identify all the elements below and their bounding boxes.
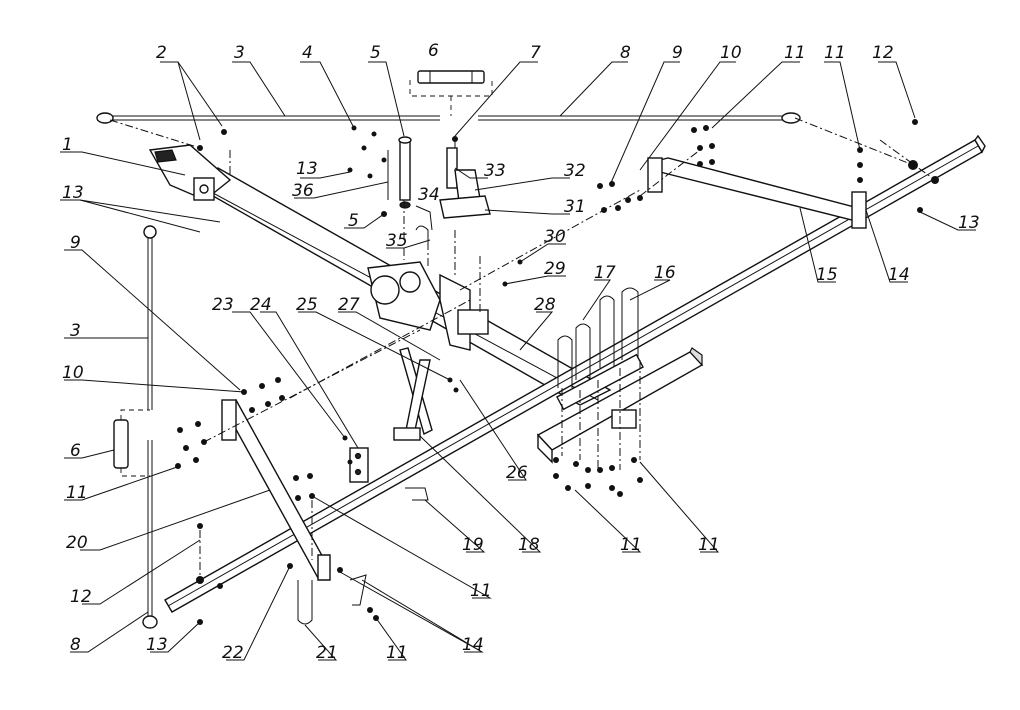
callout-14-right: 14 [888,265,910,285]
bracket-24 [349,447,369,483]
callout-12-left: 12 [70,587,92,607]
callout-22: 22 [222,643,244,663]
callout-31: 31 [564,197,586,217]
support-leg [393,347,433,441]
callout-11-top-b: 11 [824,43,846,63]
callout-12-top: 12 [872,43,894,63]
parts-layer [96,70,986,629]
callout-29: 29 [544,259,566,279]
callout-30: 30 [544,227,566,247]
pin-5-36 [387,136,412,209]
callout-3-left: 3 [70,321,81,341]
callout-21: 21 [316,643,338,663]
callout-23: 23 [212,295,234,315]
central-coupling [367,261,489,351]
callout-15: 15 [816,265,838,285]
clip-19 [405,487,429,501]
callout-19: 19 [462,535,484,555]
callout-11-bottom-b: 11 [470,581,492,601]
callout-18: 18 [518,535,540,555]
callout-11-top-a: 11 [784,43,806,63]
top-rod-left [96,112,440,124]
callout-24: 24 [250,295,272,315]
callout-5-mid: 5 [348,211,359,231]
callout-4: 4 [302,43,313,63]
callout-13-right: 13 [958,213,980,233]
callout-17: 17 [594,263,616,283]
callout-32: 32 [564,161,586,181]
callout-14-bottom: 14 [462,635,484,655]
rear-arm-right [647,157,867,229]
callout-8-top: 8 [620,43,631,63]
callout-labels: 1 2 3 4 5 6 7 8 9 10 11 11 12 13 36 5 33… [62,41,980,663]
callout-20: 20 [66,533,88,553]
callout-28: 28 [534,295,556,315]
callout-10-top: 10 [720,43,742,63]
pin-bracket-tower [415,147,491,242]
callout-11-bottom-d: 11 [698,535,720,555]
bracket-bottom-left [317,554,367,606]
callout-36: 36 [292,181,314,201]
callout-7: 7 [530,43,541,63]
callout-5-top: 5 [370,43,381,63]
callout-10-left: 10 [62,363,84,383]
callout-33: 33 [484,161,506,181]
top-rod-right [478,112,801,124]
u-bolts [297,287,644,625]
callout-9-left: 9 [70,233,81,253]
callout-9-top: 9 [672,43,683,63]
turnbuckle-top [409,70,493,116]
callout-25: 25 [296,295,318,315]
left-vertical-rods [113,225,158,629]
callout-13-left-top: 13 [296,159,318,179]
callout-6-top: 6 [428,41,439,61]
callout-13-bottom: 13 [146,635,168,655]
callout-11-bottom-a: 11 [386,643,408,663]
callout-3-top: 3 [234,43,245,63]
callout-8-left: 8 [70,635,81,655]
leader-lines [60,61,976,661]
assembly-lines [109,117,936,575]
hitch-head [148,144,232,201]
callout-27: 27 [338,295,360,315]
callout-11-bottom-c: 11 [620,535,642,555]
callout-11-left: 11 [66,483,88,503]
callout-34: 34 [418,185,440,205]
callout-16: 16 [654,263,676,283]
callout-6-left: 6 [70,441,81,461]
callout-2: 2 [156,43,167,63]
callout-26: 26 [506,463,528,483]
callout-1: 1 [62,135,73,155]
callout-35: 35 [386,231,408,251]
callout-13-left: 13 [62,183,84,203]
